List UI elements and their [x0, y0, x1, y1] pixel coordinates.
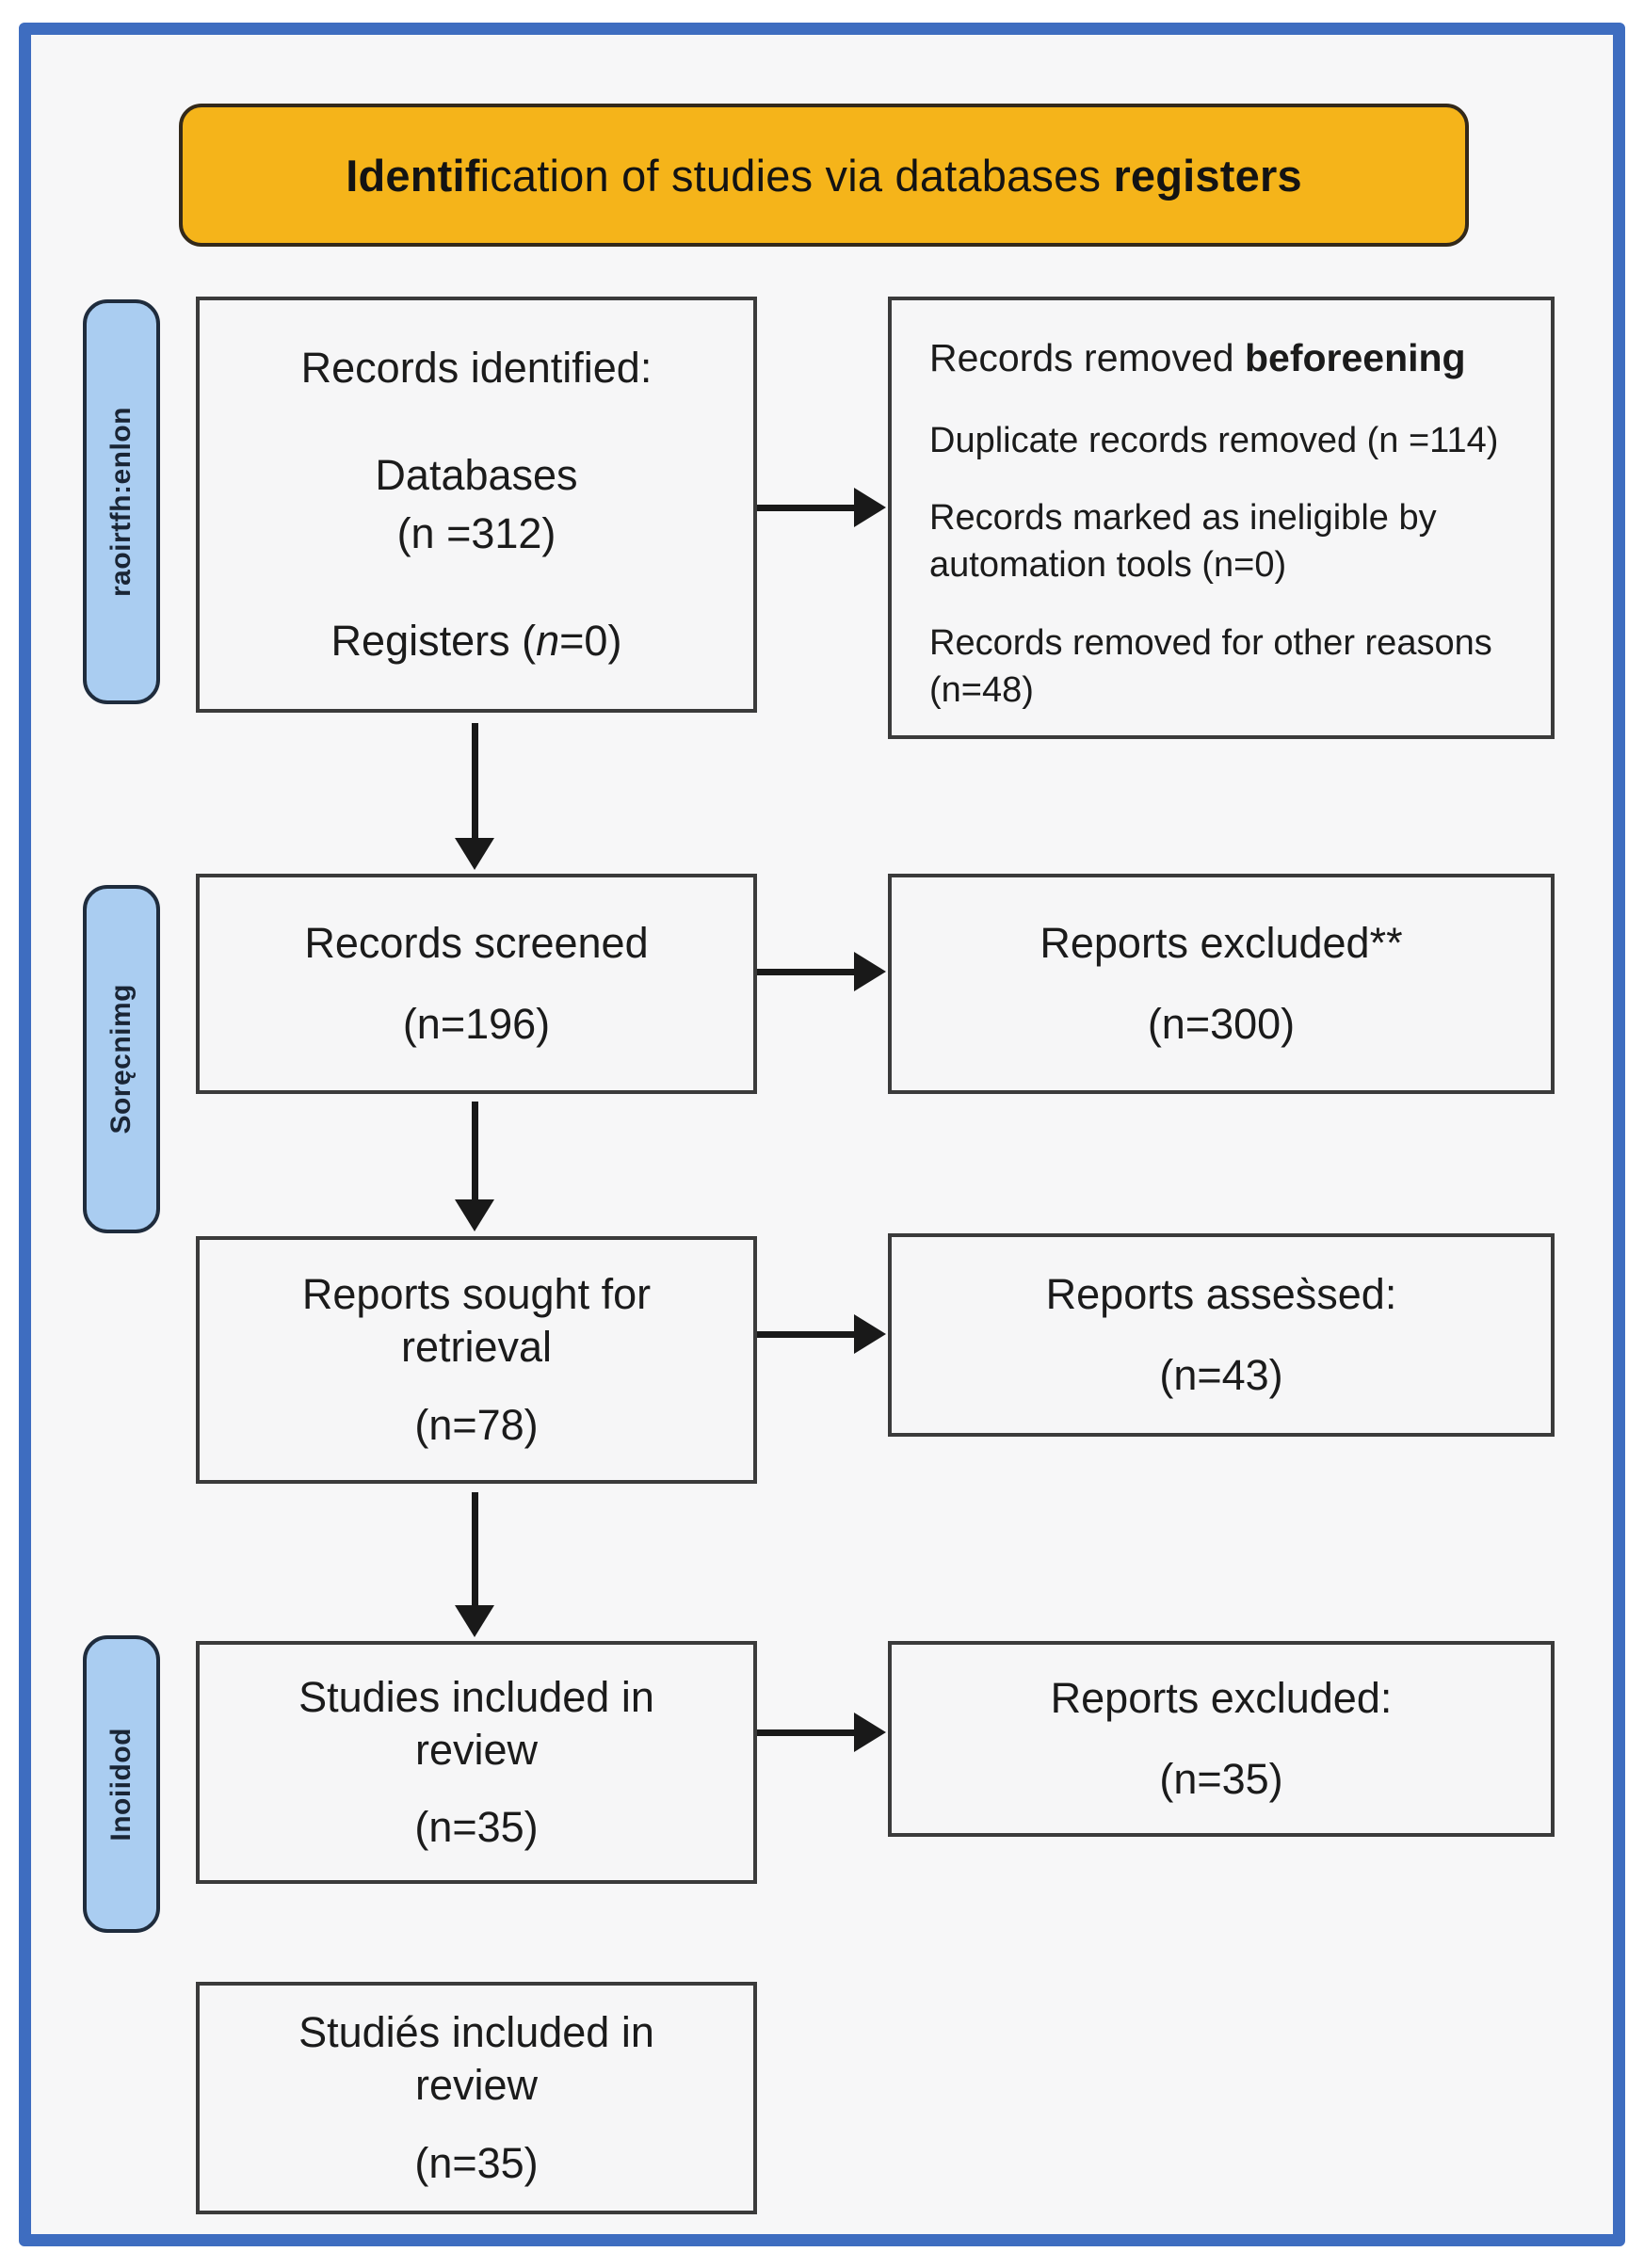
- arrow-shaft: [757, 968, 854, 975]
- arrow-head-icon: [455, 1199, 494, 1231]
- reports-assessed-count: (n=43): [1159, 1351, 1283, 1399]
- box-studies-included: Studies included in review (n=35): [196, 1641, 757, 1884]
- title-bold-end: registers: [1113, 150, 1302, 201]
- arrow-shaft: [471, 1492, 478, 1605]
- arrow-head-icon: [854, 1713, 886, 1752]
- reports-sought-line1: Reports sought for: [301, 1270, 652, 1319]
- reports-excluded-final-line: Reports excluded:: [1050, 1673, 1393, 1722]
- box-final-included: Studiés included in review (n=35): [196, 1982, 757, 2214]
- records-identified-line: Records identified:: [300, 343, 653, 392]
- stage-pill-screening: Soręcnimg: [83, 885, 160, 1233]
- other-reasons-line: Records removed for other reasons (n=48): [929, 622, 1492, 710]
- records-screened-count: (n=196): [402, 1000, 551, 1048]
- registers-n-italic: n: [536, 617, 560, 666]
- arrow-shaft: [757, 1729, 854, 1736]
- arrow-head-icon: [854, 1314, 886, 1354]
- stage-pill-included: Inoiidod: [83, 1635, 160, 1933]
- databases-line: Databases: [375, 450, 578, 499]
- box-reports-excluded-final: Reports excluded: (n=35): [888, 1641, 1555, 1837]
- reports-sought-line2: retrieval: [400, 1323, 553, 1372]
- arrow-shaft: [757, 504, 854, 511]
- arrow-shaft: [757, 1330, 854, 1338]
- final-included-line2: review: [414, 2061, 539, 2110]
- arrow-head-icon: [854, 488, 886, 527]
- studies-included-line2: review: [414, 1725, 539, 1774]
- arrow-down-to-included: [454, 1492, 495, 1637]
- duplicate-records-line: Duplicate records removed (n =114): [929, 421, 1499, 461]
- arrow-head-icon: [455, 838, 494, 870]
- title-bold-start: Identif: [346, 150, 480, 201]
- box-reports-sought: Reports sought for retrieval (n=78): [196, 1236, 757, 1484]
- box-records-identified: Records identified: Databases (n =312) R…: [196, 297, 757, 713]
- arrow-head-icon: [854, 952, 886, 991]
- studies-included-count: (n=35): [414, 1803, 539, 1852]
- reports-excluded-count: (n=300): [1147, 1000, 1296, 1048]
- records-screened-line: Records screened: [304, 918, 649, 967]
- arrow-right-retrieval: [757, 1313, 886, 1355]
- reports-sought-count: (n=78): [414, 1400, 539, 1449]
- stage-label-screening: Soręcnimg: [105, 984, 137, 1134]
- box-records-screened: Records screened (n=196): [196, 874, 757, 1094]
- box-reports-assessed: Reports asses̀sed: (n=43): [888, 1233, 1555, 1437]
- arrow-shaft: [471, 1102, 478, 1199]
- registers-line: Registers (n=0): [330, 617, 622, 666]
- removed-heading-bold: beforeening: [1244, 336, 1466, 379]
- box-reports-excluded-screening: Reports excluded** (n=300): [888, 874, 1555, 1094]
- reports-excluded-line: Reports excluded**: [1040, 918, 1403, 967]
- databases-count: (n =312): [396, 509, 556, 557]
- studies-included-line1: Studies included in: [298, 1672, 654, 1721]
- stage-label-identification: raoirtfh:enlon: [105, 407, 137, 597]
- arrow-down-to-sought: [454, 1102, 495, 1231]
- arrow-down-to-screened: [454, 723, 495, 870]
- stage-label-included: Inoiidod: [105, 1727, 137, 1842]
- arrow-right-screening: [757, 951, 886, 992]
- arrow-right-included: [757, 1712, 886, 1753]
- final-included-count: (n=35): [414, 2138, 539, 2187]
- reports-excluded-final-count: (n=35): [1159, 1755, 1283, 1803]
- reports-assessed-line: Reports asses̀sed:: [1045, 1269, 1397, 1318]
- arrow-right-identification: [757, 487, 886, 528]
- stage-pill-identification: raoirtfh:enlon: [83, 299, 160, 704]
- arrow-head-icon: [455, 1605, 494, 1637]
- records-removed-heading: Records removed beforeening: [929, 336, 1466, 379]
- ineligible-records-line: Records marked as ineligible by automati…: [929, 498, 1437, 586]
- diagram-title-text: Identification of studies via databases …: [346, 150, 1302, 201]
- box-records-removed: Records removed beforeening Duplicate re…: [888, 297, 1555, 739]
- title-middle: ication of studies via databases: [479, 150, 1114, 201]
- final-included-line1: Studiés included in: [298, 2008, 654, 2057]
- diagram-title: Identification of studies via databases …: [179, 104, 1469, 247]
- arrow-shaft: [471, 723, 478, 838]
